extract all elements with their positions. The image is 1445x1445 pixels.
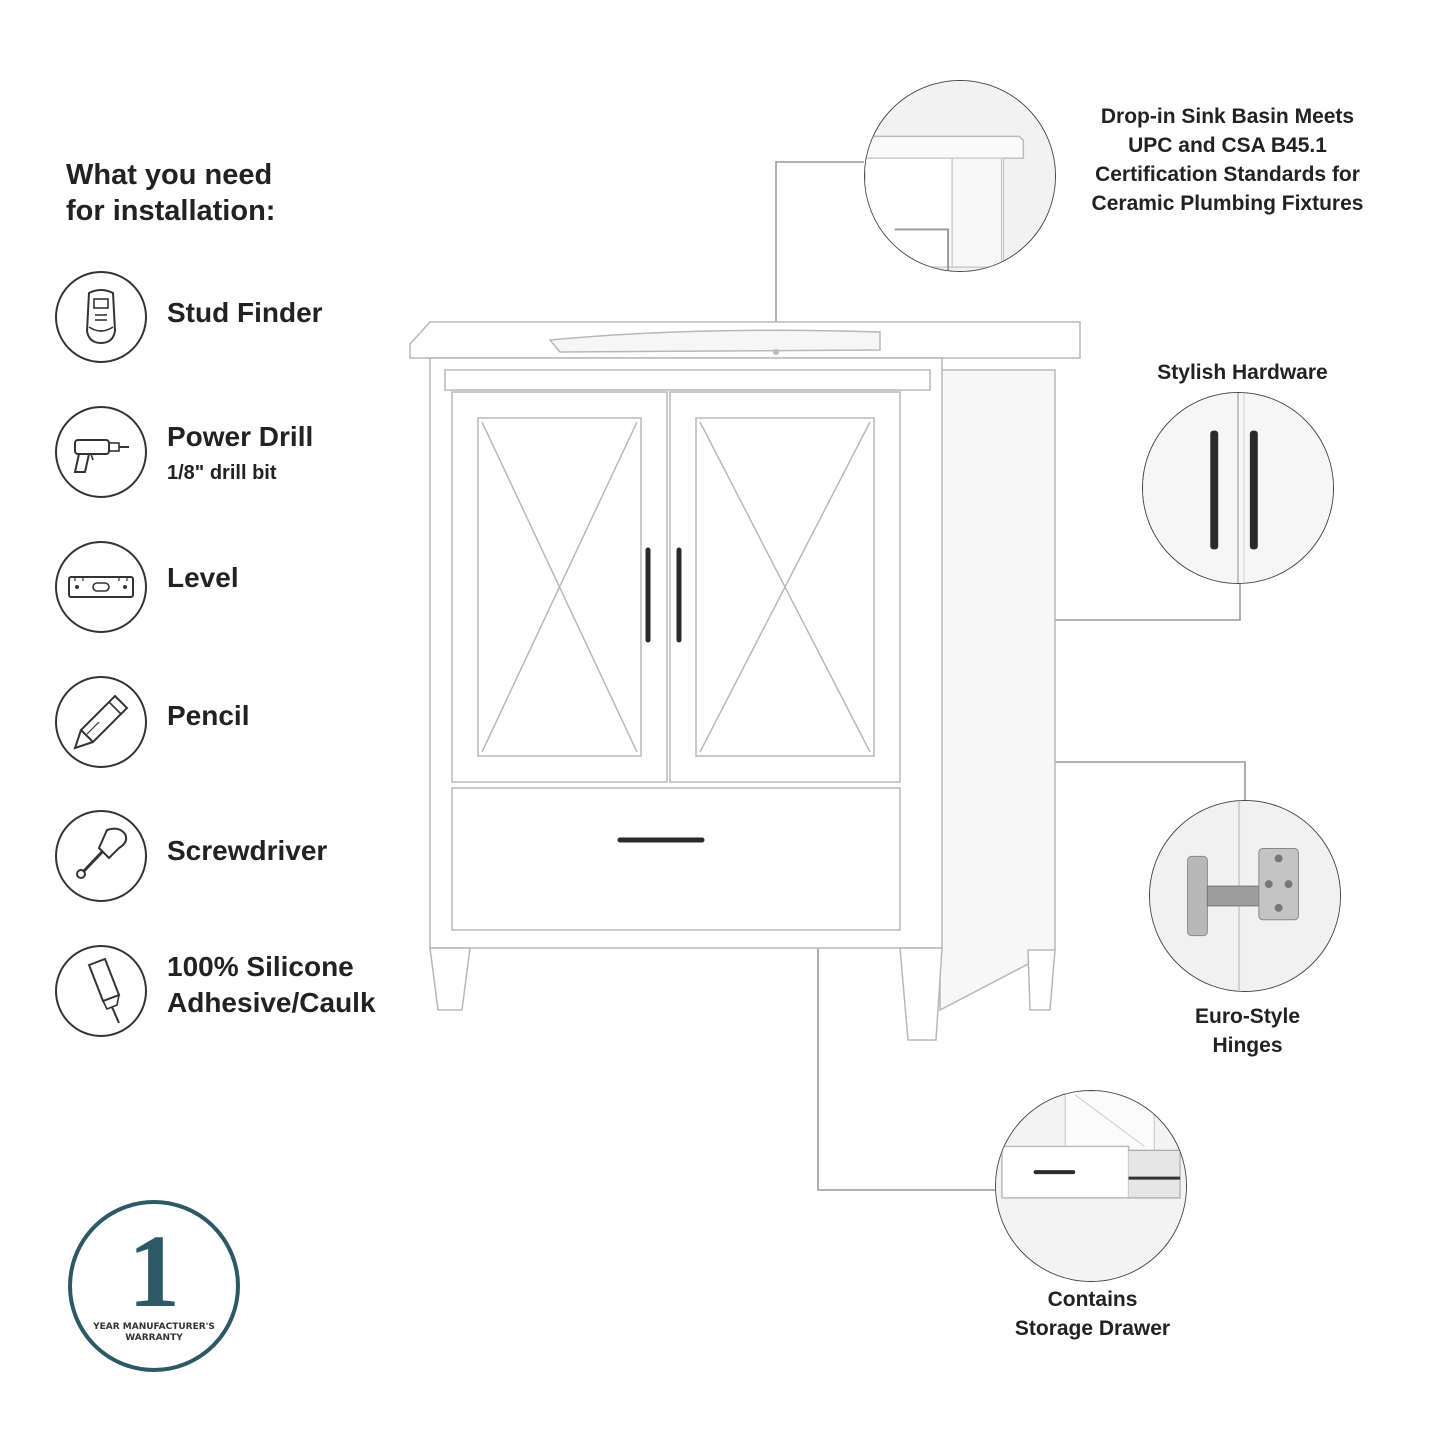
- installation-heading-line1: What you need: [66, 159, 273, 191]
- warranty-badge: 1 YEAR MANUFACTURER'S WARRANTY: [68, 1200, 240, 1372]
- leader-line-drawer: [817, 900, 995, 1191]
- hinges-label-line1: Euro-Style: [1194, 1005, 1301, 1028]
- drawer-label-line1: Contains: [1047, 1288, 1138, 1311]
- pencil-icon: [55, 676, 147, 768]
- stud-finder-icon: [55, 271, 147, 363]
- vanity-cabinet-illustration: [409, 321, 1081, 1041]
- power-drill-icon: [55, 406, 147, 498]
- sink-feature-label: Drop-in Sink Basin Meets UPC and CSA B45…: [1060, 102, 1395, 218]
- hinges-label-line2: Hinges: [1212, 1034, 1283, 1057]
- leader-line-sink: [775, 161, 864, 348]
- installation-heading: What you need for installation:: [66, 157, 275, 229]
- cabinet-side: [939, 369, 1056, 1012]
- tool-label-screwdriver: Screwdriver: [167, 835, 328, 866]
- warranty-text: YEAR MANUFACTURER'S WARRANTY: [90, 1322, 218, 1344]
- warranty-text-line2: WARRANTY: [125, 1333, 183, 1343]
- sink-label-line1: Drop-in Sink Basin Meets: [1100, 105, 1355, 128]
- screwdriver-icon: [55, 810, 147, 902]
- drawer-label-line2: Storage Drawer: [1014, 1317, 1171, 1340]
- tool-label-power-drill: Power Drill: [167, 421, 314, 452]
- hardware-feature-label: Stylish Hardware: [1157, 361, 1328, 384]
- sink-label-line3: Certification Standards for: [1095, 163, 1360, 186]
- leg-front-right: [899, 947, 943, 1041]
- tool-label-silicone-line2: Adhesive/Caulk: [167, 987, 376, 1018]
- hinges-feature-label: Euro-Style Hinges: [1160, 1002, 1335, 1060]
- leg-front-left: [429, 947, 471, 1011]
- sink-label-line4: Ceramic Plumbing Fixtures: [1091, 192, 1364, 215]
- hardware-detail-circle: [1142, 392, 1334, 584]
- sink-label-line2: UPC and CSA B45.1: [1128, 134, 1327, 157]
- warranty-text-line1: YEAR MANUFACTURER'S: [93, 1322, 215, 1332]
- caulk-gun-icon: [55, 945, 147, 1037]
- drawer-front: [451, 787, 901, 931]
- leg-back-right: [1027, 949, 1056, 1011]
- level-icon: [55, 541, 147, 633]
- tool-sublabel-drill-bit: 1/8" drill bit: [167, 462, 277, 484]
- tool-label-level: Level: [167, 562, 239, 593]
- drawer-feature-label: Contains Storage Drawer: [990, 1285, 1195, 1343]
- drawer-detail-circle: [995, 1090, 1187, 1282]
- sink-detail-circle: [864, 80, 1056, 272]
- tool-label-silicone-line1: 100% Silicone: [167, 951, 354, 982]
- tool-label-stud-finder: Stud Finder: [167, 297, 323, 328]
- warranty-years: 1: [128, 1214, 180, 1329]
- tool-label-pencil: Pencil: [167, 700, 250, 731]
- installation-heading-line2: for installation:: [66, 195, 276, 227]
- hinges-detail-circle: [1149, 800, 1341, 992]
